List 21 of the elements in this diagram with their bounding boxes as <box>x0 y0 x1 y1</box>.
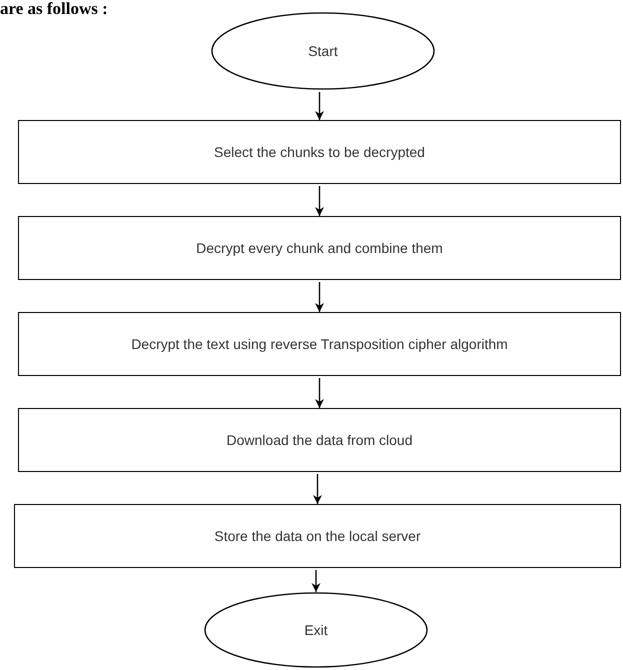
process-box <box>18 120 621 184</box>
terminal-ellipse <box>204 592 428 668</box>
step-text: Start <box>307 43 339 59</box>
arrow <box>315 378 324 408</box>
heading-text: are as follows : <box>0 0 108 17</box>
process-box <box>18 312 621 376</box>
arrow <box>312 570 320 592</box>
process-box <box>18 216 621 280</box>
step-text: Decrypt the text using reverse Transposition cipher algorithm <box>130 336 509 352</box>
step-text: Exit <box>303 622 329 638</box>
step-text: Store the data on the local server <box>213 528 422 544</box>
step-text: Download the data from cloud <box>226 432 414 448</box>
arrow <box>315 282 324 312</box>
process-box <box>14 504 621 568</box>
arrow <box>315 92 324 120</box>
terminal-ellipse <box>211 12 435 90</box>
step-text: Select the chunks to be decrypted <box>213 144 426 160</box>
arrow <box>315 186 324 216</box>
step-text: Decrypt every chunk and combine them <box>195 240 444 256</box>
process-box <box>18 408 621 472</box>
arrow <box>313 474 322 504</box>
